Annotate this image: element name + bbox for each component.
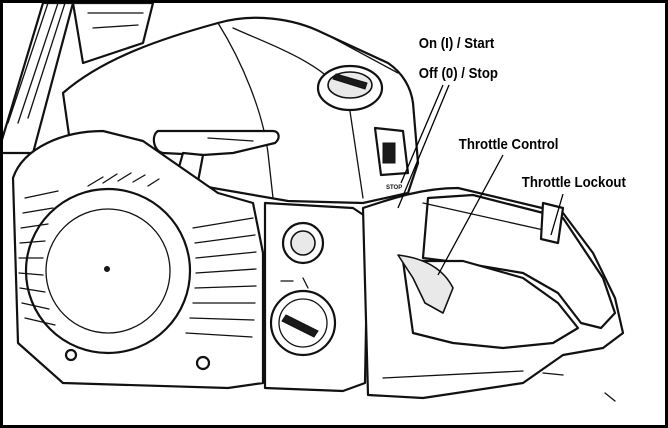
label-off-stop: Off (0) / Stop xyxy=(417,65,500,83)
side-panel xyxy=(263,201,370,393)
label-throttle-lockout: Throttle Lockout xyxy=(520,174,628,192)
callout-leaders xyxy=(397,84,564,276)
chainsaw-illustration: STOP xyxy=(3,3,625,402)
switch-marking: STOP xyxy=(386,185,402,191)
stop-switch: STOP xyxy=(373,126,410,191)
label-throttle-control: Throttle Control xyxy=(457,136,561,154)
starter-cover xyxy=(11,129,265,390)
label-on-start: On (I) / Start xyxy=(417,35,497,53)
rear-handle xyxy=(361,186,625,402)
chain-bar-area xyxy=(3,3,155,155)
